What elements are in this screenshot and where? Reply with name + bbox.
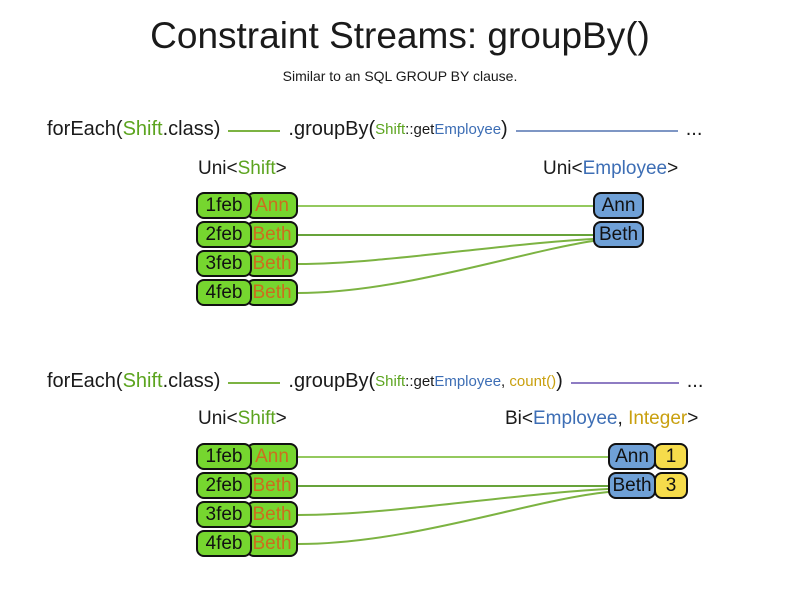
diagram2-right-label: Bi<Employee, Integer> xyxy=(505,408,699,429)
arg-class: Shift xyxy=(375,373,406,390)
ellipsis: ... xyxy=(686,370,704,392)
diagram1-left-label: Uni<Shift> xyxy=(198,158,287,179)
arg-type: Employee xyxy=(434,373,502,390)
foreach-open: forEach( xyxy=(47,370,123,392)
arg-collector: count() xyxy=(509,373,557,390)
connector-line xyxy=(297,488,609,516)
flow-line-green xyxy=(228,129,281,132)
connector-line xyxy=(297,238,594,265)
shift-employee-cell: Ann xyxy=(246,443,298,470)
shift-date-cell: 2feb xyxy=(196,221,252,248)
page-title: Constraint Streams: groupBy() xyxy=(150,15,650,56)
arg-method: ::get xyxy=(405,121,435,138)
foreach-close: .class) xyxy=(162,118,221,140)
shift-employee-cell: Beth xyxy=(246,501,298,528)
connector-line xyxy=(297,491,609,545)
arg-class: Shift xyxy=(375,121,406,138)
flow-line-blue xyxy=(515,129,678,132)
shift-date-cell: 1feb xyxy=(196,443,252,470)
arg-type: Employee xyxy=(434,121,502,138)
shift-employee-cell: Beth xyxy=(246,250,298,277)
count-box: 3 xyxy=(654,472,688,499)
employee-group-box: Beth xyxy=(593,221,644,248)
groupby-close: ) xyxy=(501,118,508,140)
diagram2-left-label: Uni<Shift> xyxy=(198,408,287,429)
shift-date-cell: 4feb xyxy=(196,530,252,557)
flow-line-green xyxy=(228,381,281,384)
code-line-2: forEach(Shift.class) .groupBy(Shift::get… xyxy=(47,370,703,393)
shift-employee-cell: Beth xyxy=(246,279,298,306)
foreach-class: Shift xyxy=(122,370,163,392)
arg-comma: , xyxy=(501,373,510,390)
employee-group-box: Ann xyxy=(608,443,656,470)
shift-employee-cell: Beth xyxy=(246,530,298,557)
diagram1-right-label: Uni<Employee> xyxy=(543,158,679,179)
groupby-close: ) xyxy=(556,370,563,392)
shift-date-cell: 4feb xyxy=(196,279,252,306)
ellipsis: ... xyxy=(685,118,703,140)
shift-date-cell: 3feb xyxy=(196,250,252,277)
shift-date-cell: 1feb xyxy=(196,192,252,219)
employee-group-box: Ann xyxy=(593,192,644,219)
page-subtitle: Similar to an SQL GROUP BY clause. xyxy=(282,68,518,84)
code-line-1: forEach(Shift.class) .groupBy(Shift::get… xyxy=(47,118,702,141)
shift-date-cell: 2feb xyxy=(196,472,252,499)
arg-method: ::get xyxy=(405,373,435,390)
shift-date-cell: 3feb xyxy=(196,501,252,528)
shift-employee-cell: Ann xyxy=(246,192,298,219)
connector-line xyxy=(297,240,594,294)
foreach-close: .class) xyxy=(162,370,221,392)
groupby-open: .groupBy( xyxy=(288,370,376,392)
shift-employee-cell: Beth xyxy=(246,221,298,248)
shift-employee-cell: Beth xyxy=(246,472,298,499)
foreach-open: forEach( xyxy=(47,118,123,140)
flow-line-purple xyxy=(570,381,679,384)
count-box: 1 xyxy=(654,443,688,470)
foreach-class: Shift xyxy=(122,118,163,140)
groupby-open: .groupBy( xyxy=(288,118,376,140)
employee-group-box: Beth xyxy=(608,472,656,499)
